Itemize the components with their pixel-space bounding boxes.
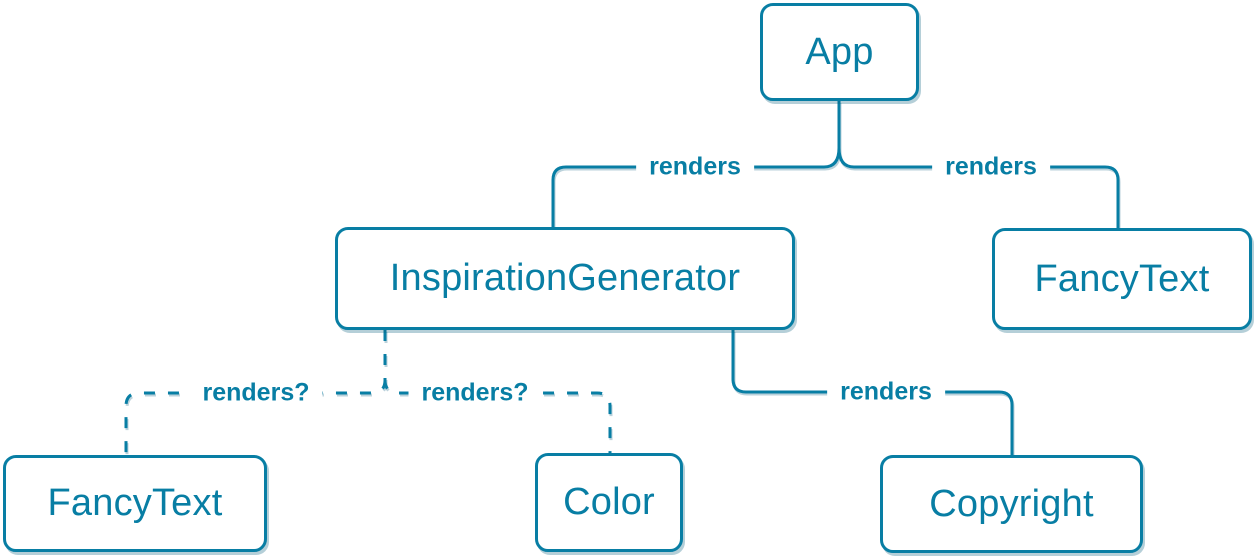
edge-label-app-inspirationgenerator: renders (636, 152, 754, 182)
edge-label-inspirationgenerator-copyright: renders (827, 377, 945, 407)
edge-label-app-fancytext-top: renders (932, 152, 1050, 182)
node-copyright: Copyright (880, 455, 1143, 553)
edge-label-inspirationgenerator-fancytext-bottom: renders? (189, 378, 323, 408)
node-inspiration-generator: InspirationGenerator (335, 227, 795, 330)
node-fancy-text-bottom: FancyText (3, 455, 267, 552)
node-app: App (760, 3, 919, 101)
edge-label-inspirationgenerator-color: renders? (408, 378, 542, 408)
node-color: Color (535, 453, 683, 552)
node-fancy-text-top: FancyText (992, 228, 1252, 330)
